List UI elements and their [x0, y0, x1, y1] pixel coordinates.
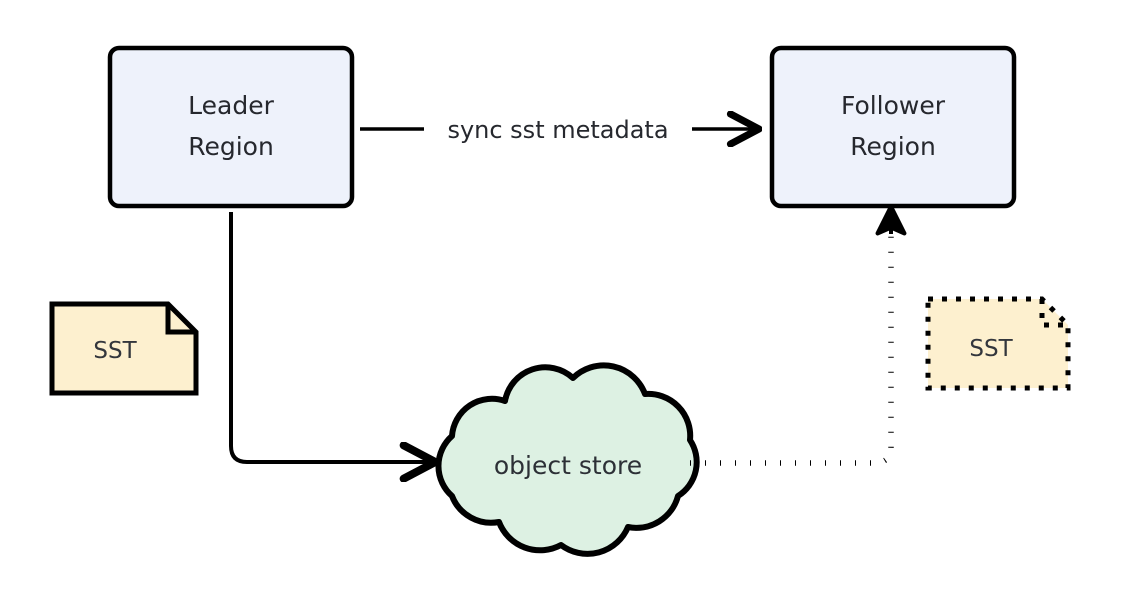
sync-sst-metadata-label: sync sst metadata	[447, 116, 668, 144]
sst-leader-label: SST	[93, 338, 137, 364]
node-follower-region[interactable]: Follower Region	[769, 45, 1017, 209]
node-sst-leader[interactable]: SST	[49, 301, 199, 396]
edge-fetch-sst[interactable]	[690, 204, 907, 466]
node-leader-region[interactable]: Leader Region	[107, 45, 355, 209]
upload-sst-connector	[229, 212, 432, 462]
sst-follower-note-body[interactable]	[925, 296, 1071, 391]
follower-region-box[interactable]	[769, 45, 1017, 209]
follower-region-label-line2: Region	[850, 132, 936, 161]
node-sst-follower[interactable]: SST	[925, 296, 1071, 391]
fetch-sst-connector	[690, 224, 894, 466]
edge-sync-sst-metadata[interactable]: sync sst metadata	[360, 116, 756, 144]
leader-region-box[interactable]	[107, 45, 355, 209]
sst-follower-label: SST	[969, 336, 1013, 362]
leader-region-label-line1: Leader	[188, 91, 274, 120]
node-object-store[interactable]: object store	[435, 362, 700, 557]
sst-follower-fold-icon	[1039, 299, 1068, 328]
sst-leader-note-body[interactable]	[49, 301, 199, 396]
follower-region-label-line1: Follower	[841, 91, 946, 120]
object-store-label: object store	[494, 451, 642, 480]
leader-region-label-line2: Region	[188, 132, 274, 161]
sst-leader-fold-icon	[165, 304, 196, 335]
edge-upload-sst[interactable]	[229, 212, 432, 462]
object-store-cloud-shape[interactable]	[435, 362, 700, 557]
